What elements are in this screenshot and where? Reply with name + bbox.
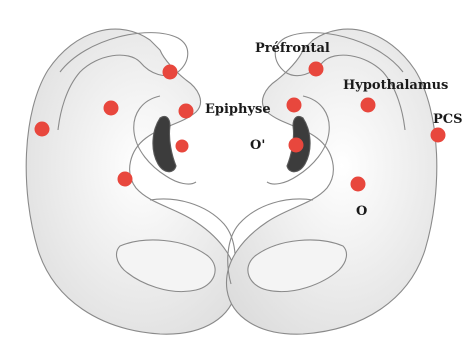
- label-epiphyse: Epiphyse: [205, 103, 271, 116]
- marker-prefrontal: [309, 62, 323, 76]
- right-hemisphere: [226, 29, 436, 334]
- marker-o-prime: [289, 138, 303, 152]
- label-prefrontal: Préfrontal: [255, 42, 330, 55]
- marker-left-o-prime: [176, 140, 188, 152]
- marker-hypothalamus: [361, 98, 375, 112]
- marker-pcs: [431, 128, 445, 142]
- marker-left-o: [118, 172, 132, 186]
- label-hypothalamus: Hypothalamus: [343, 79, 448, 92]
- marker-left-lateral: [35, 122, 49, 136]
- label-o-prime: O': [250, 139, 265, 152]
- right-hemisphere-outline: [226, 29, 436, 334]
- marker-o: [351, 177, 365, 191]
- marker-left-mid: [104, 101, 118, 115]
- marker-left-epiphyse: [179, 104, 193, 118]
- marker-left-upper: [163, 65, 177, 79]
- label-o: O: [356, 205, 367, 218]
- marker-epiphyse: [287, 98, 301, 112]
- label-pcs: PCS: [433, 113, 463, 126]
